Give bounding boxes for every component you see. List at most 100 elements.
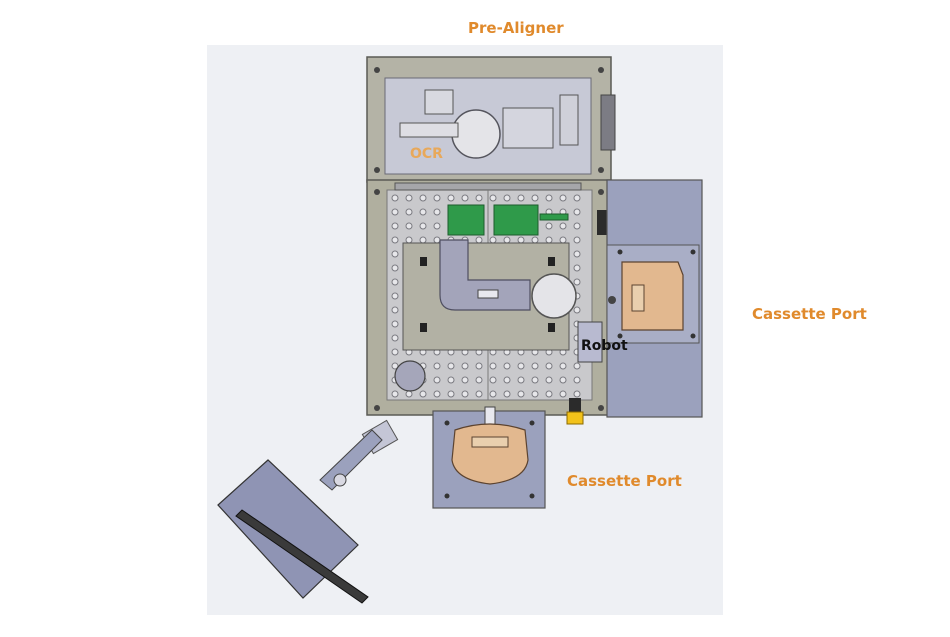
plate-hole (531, 362, 539, 370)
cassette-port-right (606, 179, 703, 418)
plate-hole (517, 236, 525, 244)
plate-hole (531, 194, 539, 202)
plate-hole (559, 236, 567, 244)
plate-hole (391, 334, 399, 342)
plate-hole (419, 390, 427, 398)
plate-hole (475, 362, 483, 370)
plate-hole (573, 278, 581, 286)
plate-hole (545, 222, 553, 230)
plate-hole (573, 362, 581, 370)
plate-hole (545, 376, 553, 384)
plate-hole (461, 390, 469, 398)
plate-hole (573, 222, 581, 230)
plate-hole (489, 362, 497, 370)
plate-hole (489, 236, 497, 244)
plate-hole (447, 362, 455, 370)
plate-hole (391, 222, 399, 230)
plate-hole (475, 376, 483, 384)
cassette-port-bottom-label: Cassette Port (567, 472, 682, 490)
plate-hole (531, 376, 539, 384)
plate-hole (489, 376, 497, 384)
plate-hole (391, 208, 399, 216)
plate-hole (433, 376, 441, 384)
tray-arm (217, 419, 399, 604)
plate-hole (573, 306, 581, 314)
plate-hole (475, 236, 483, 244)
plate-hole (503, 390, 511, 398)
plate-hole (391, 320, 399, 328)
plate-hole (447, 390, 455, 398)
cassette-right (621, 261, 684, 331)
ocr-label: OCR (410, 146, 443, 162)
plate-hole (573, 208, 581, 216)
plate-hole (447, 194, 455, 202)
plate-hole (461, 194, 469, 202)
plate-hole (489, 390, 497, 398)
plate-hole (573, 264, 581, 272)
pre-aligner-module (366, 56, 616, 183)
plate-hole (447, 376, 455, 384)
plate-hole (419, 194, 427, 202)
plate-hole (419, 208, 427, 216)
plate-hole (419, 222, 427, 230)
plate-hole (433, 208, 441, 216)
plate-hole (391, 306, 399, 314)
plate-hole (419, 236, 427, 244)
plate-hole (545, 194, 553, 202)
plate-hole (573, 194, 581, 202)
plate-hole (433, 362, 441, 370)
plate-hole (391, 236, 399, 244)
plate-hole (405, 236, 413, 244)
plate-hole (559, 222, 567, 230)
plate-hole (531, 236, 539, 244)
plate-hole (475, 390, 483, 398)
plate-hole (405, 222, 413, 230)
plate-hole (405, 390, 413, 398)
cassette-port-right-label: Cassette Port (752, 305, 867, 323)
plate-hole (559, 194, 567, 202)
plate-hole (573, 250, 581, 258)
plate-hole (573, 390, 581, 398)
plate-hole (433, 194, 441, 202)
plate-hole (545, 390, 553, 398)
plate-hole (517, 362, 525, 370)
plate-hole (461, 376, 469, 384)
cassette-bottom (451, 423, 529, 485)
plate-hole (531, 390, 539, 398)
robot-joint (577, 321, 603, 363)
plate-hole (503, 236, 511, 244)
plate-hole (503, 376, 511, 384)
plate-hole (391, 348, 399, 356)
plate-hole (503, 362, 511, 370)
plate-hole (391, 264, 399, 272)
aligner-chuck (451, 109, 501, 159)
plate-hole (545, 236, 553, 244)
plate-hole (573, 236, 581, 244)
plate-hole (433, 222, 441, 230)
plate-hole (559, 390, 567, 398)
cassette-port-bottom (432, 406, 546, 509)
pre-aligner-label: Pre-Aligner (468, 19, 564, 37)
plate-hole (391, 292, 399, 300)
plate-hole (489, 194, 497, 202)
plate-hole (391, 278, 399, 286)
plate-hole (391, 362, 399, 370)
robot-arm (439, 239, 531, 311)
plate-hole (559, 362, 567, 370)
robot-label: Robot (581, 338, 628, 354)
plate-hole (391, 390, 399, 398)
plate-hole (391, 194, 399, 202)
plate-hole (517, 390, 525, 398)
tray-bar (235, 509, 369, 604)
sensor-block-right (493, 204, 539, 236)
plate-hole (559, 376, 567, 384)
plate-hole (391, 250, 399, 258)
plate-hole (405, 208, 413, 216)
plate-hole (405, 194, 413, 202)
plate-hole (433, 236, 441, 244)
plate-hole (545, 362, 553, 370)
indicator-button-bottom (566, 411, 584, 425)
plate-hole (517, 194, 525, 202)
